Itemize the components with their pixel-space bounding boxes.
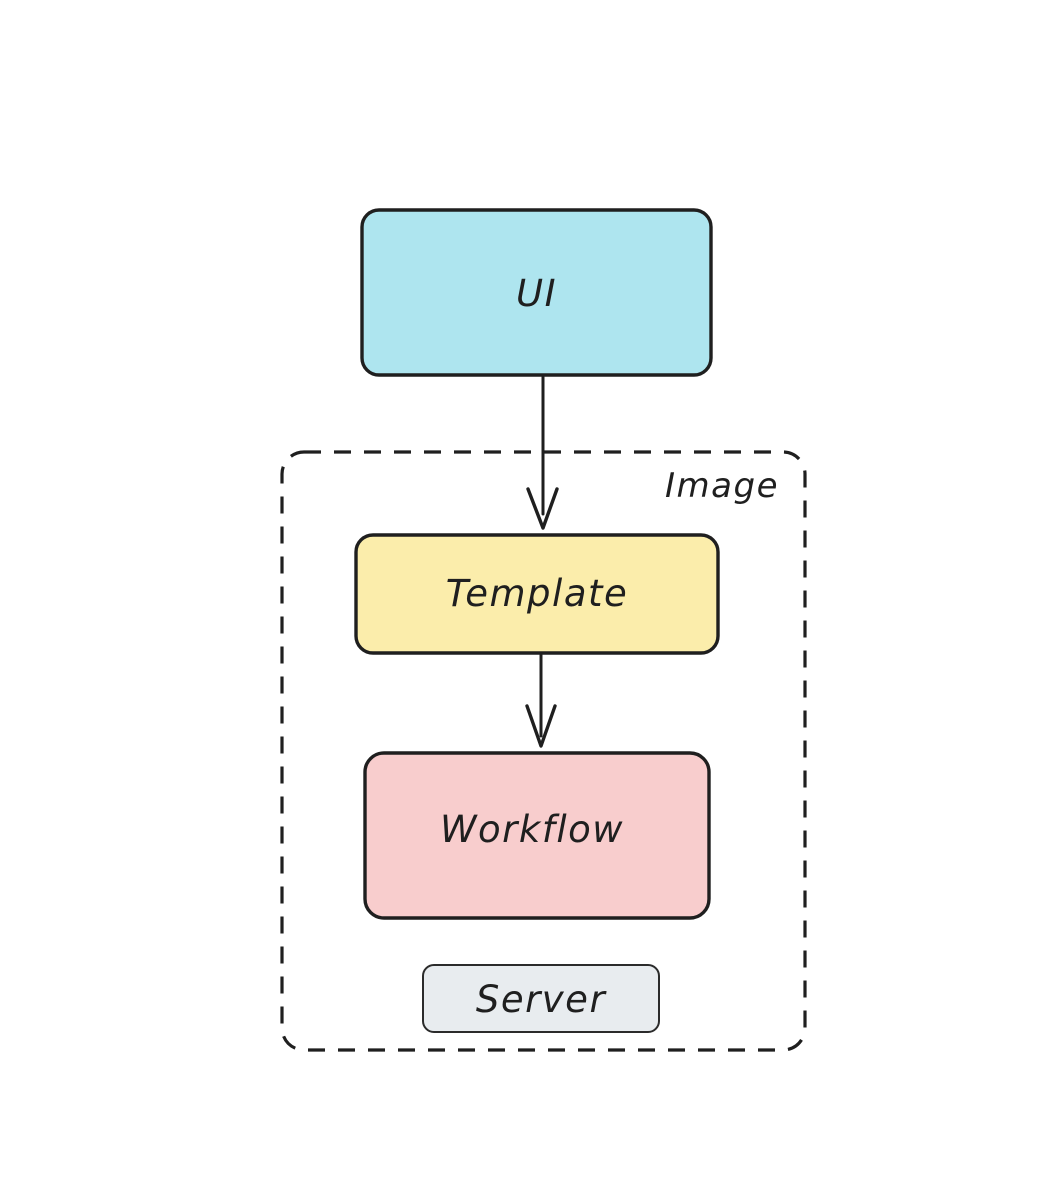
node-workflow-shape[interactable] bbox=[363, 751, 711, 920]
edge-ui-to-template bbox=[526, 375, 559, 530]
node-template-shape[interactable] bbox=[354, 533, 720, 655]
cluster-image-border bbox=[280, 450, 807, 1052]
node-ui-shape[interactable] bbox=[360, 208, 713, 377]
edge-template-to-workflow bbox=[525, 653, 557, 748]
node-server-shape[interactable] bbox=[422, 964, 660, 1033]
